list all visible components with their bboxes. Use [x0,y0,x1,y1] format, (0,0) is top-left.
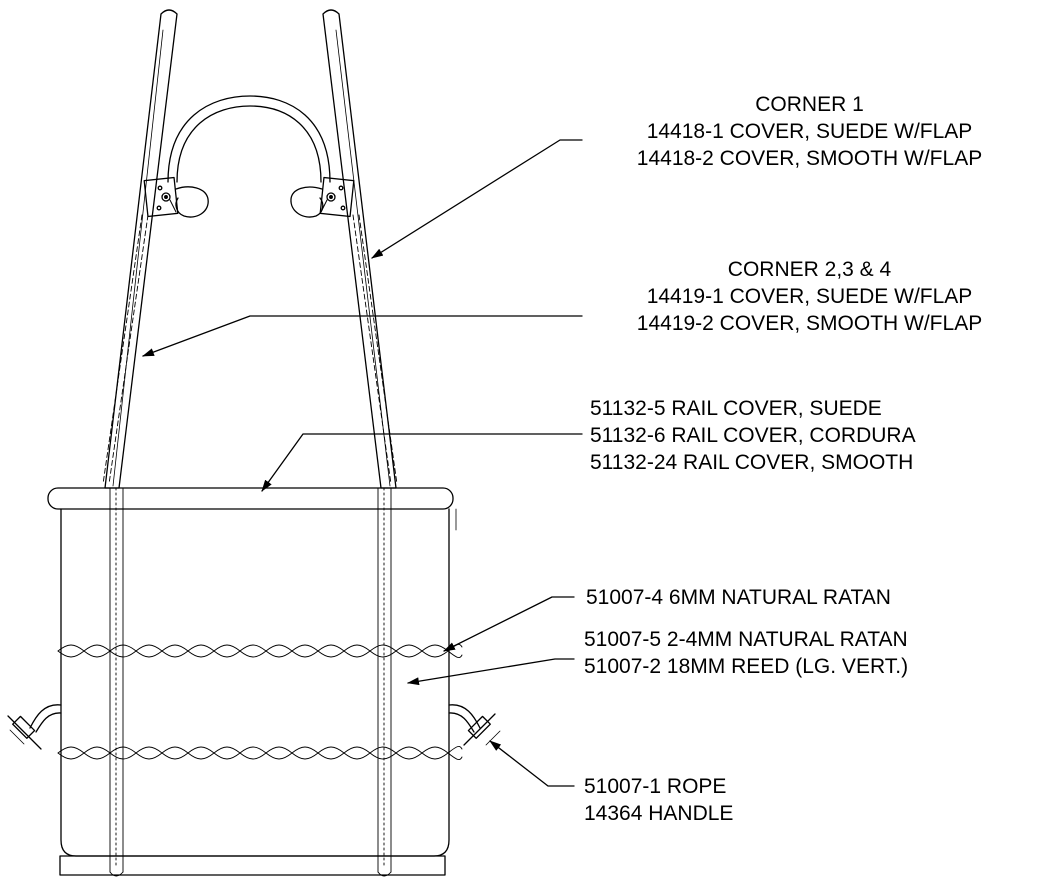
ratan-band-upper [57,643,463,659]
leader-rope-handle [489,740,575,787]
right-corner-cover [352,214,398,485]
callout-rail-cover-line: 51132-5 RAIL COVER, SUEDE [590,397,882,420]
right-upright [322,9,397,489]
leader-ratan-2-4mm [407,658,575,686]
left-corner-cover [102,214,149,485]
callout-corner234-line: 14419-2 COVER, SMOOTH W/FLAP [636,312,983,335]
callout-reed-line: 51007-2 18MM REED (LG. VERT.) [584,655,909,678]
left-upright [104,9,178,489]
basket-body [60,508,457,857]
callout-corner234-line: 14419-1 COVER, SUEDE W/FLAP [646,285,973,308]
leader-corner234 [142,315,583,357]
leader-rail-cover [261,433,583,492]
basket-base-skid [59,855,446,876]
callout-rail-cover-line: 51132-24 RAIL COVER, SMOOTH [590,451,914,474]
callout-corner1-heading: CORNER 1 [755,93,864,116]
callout-ratan-2-4mm: 51007-5 2-4MM NATURAL RATAN 51007-2 18MM… [584,626,908,680]
right-rope-handle [448,704,501,746]
right-support-channel [377,487,392,877]
callout-corner1: CORNER 1 14418-1 COVER, SUEDE W/FLAP 144… [585,91,1034,172]
callout-corner1-line: 14418-1 COVER, SUEDE W/FLAP [646,120,973,143]
left-support-channel [109,487,124,877]
callout-rope-handle: 51007-1 ROPE 14364 HANDLE [584,773,733,827]
callout-corner234-heading: CORNER 2,3 & 4 [727,258,892,281]
ratan-band-lower [57,745,463,761]
callout-ratan-6mm-line: 51007-4 6MM NATURAL RATAN [586,586,891,609]
callout-corner1-line: 14418-2 COVER, SMOOTH W/FLAP [636,147,983,170]
callout-rope-line: 51007-1 ROPE [584,775,727,798]
callout-ratan-2-4mm-line: 51007-5 2-4MM NATURAL RATAN [584,628,908,651]
callout-ratan-6mm: 51007-4 6MM NATURAL RATAN [586,584,891,611]
left-rope-handle [7,704,62,750]
left-valve-block [143,176,209,218]
basket-rail [47,487,454,510]
right-valve-block [290,176,355,218]
leader-ratan-6mm [443,596,575,652]
callout-corner234: CORNER 2,3 & 4 14419-1 COVER, SUEDE W/FL… [585,256,1034,337]
callout-rail-cover: 51132-5 RAIL COVER, SUEDE 51132-6 RAIL C… [590,395,916,476]
callout-rail-cover-line: 51132-6 RAIL COVER, CORDURA [590,424,916,447]
callout-handle-line: 14364 HANDLE [584,802,734,825]
hose-arch [167,95,331,183]
leader-corner1 [371,139,583,259]
